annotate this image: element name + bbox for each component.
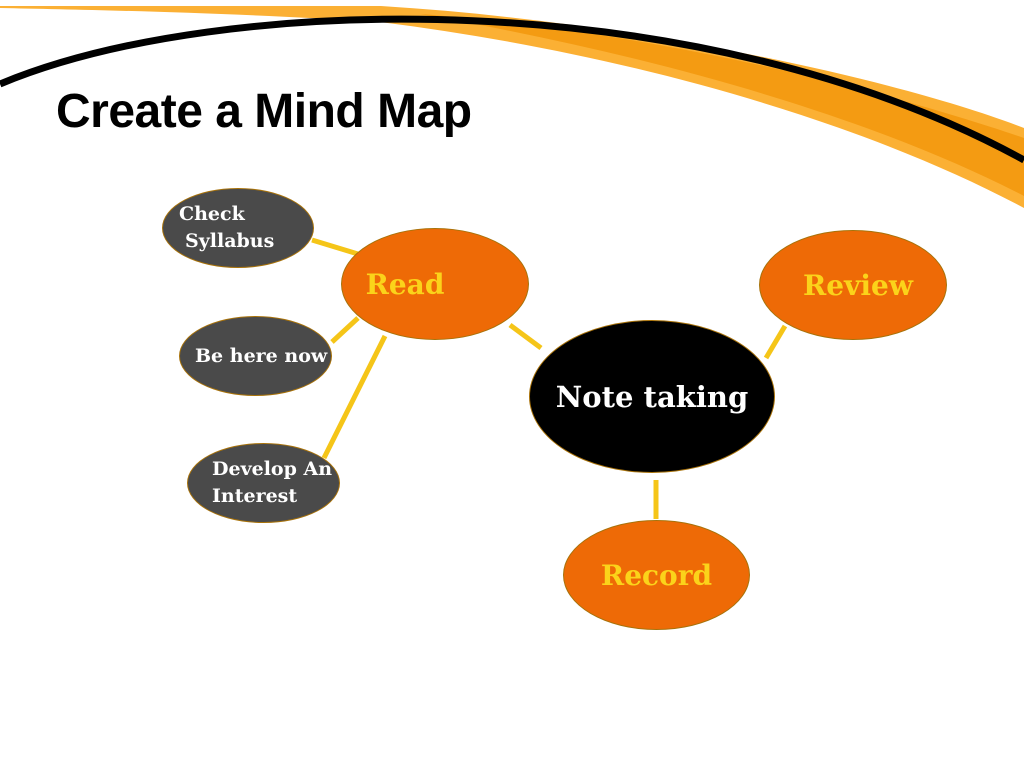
node-develop-interest-line1: Develop An <box>212 458 333 480</box>
connector-read-to-check-syllabus <box>311 237 359 257</box>
connector-review-to-note-taking <box>763 324 788 360</box>
node-review: Review <box>759 230 947 340</box>
node-check-syllabus-line2: Syllabus <box>185 230 275 252</box>
node-note-taking-label: Note taking <box>555 379 749 414</box>
node-read: Read <box>341 228 529 340</box>
node-develop-interest: Develop An Interest <box>187 443 340 523</box>
node-develop-interest-line2: Interest <box>212 485 298 507</box>
node-record: Record <box>563 520 750 630</box>
node-review-label: Review <box>803 268 913 302</box>
node-note-taking: Note taking <box>529 320 775 473</box>
page-title: Create a Mind Map <box>56 85 472 138</box>
node-check-syllabus: Check Syllabus <box>162 188 314 268</box>
node-record-label: Record <box>600 558 713 592</box>
node-be-here-now-label: Be here now <box>195 344 328 367</box>
swoosh-black-curve <box>0 15 1024 164</box>
connector-read-to-be-here-now <box>330 316 360 344</box>
node-read-label: Read <box>365 267 445 301</box>
node-check-syllabus-line1: Check <box>179 203 245 225</box>
node-be-here-now: Be here now <box>179 316 332 396</box>
connector-read-to-develop-interest <box>321 334 388 460</box>
connector-read-to-note-taking <box>508 322 543 351</box>
